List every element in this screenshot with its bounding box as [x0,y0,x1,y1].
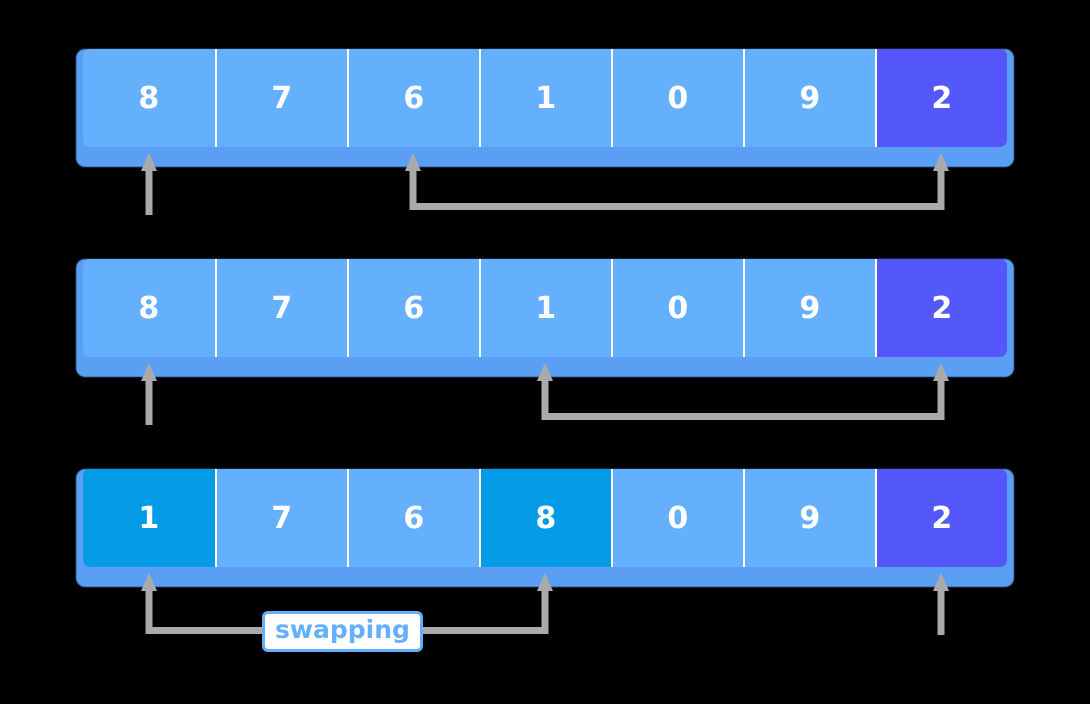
array-cell[interactable]: 0 [611,49,743,147]
array-cell-highlight[interactable]: 1 [83,469,215,567]
swapping-label: swapping [262,611,423,652]
array-cell[interactable]: 1 [479,49,611,147]
array-cell[interactable]: 6 [347,469,479,567]
array-cells: 1 7 6 8 0 9 2 [83,469,1007,567]
array-cell-pivot[interactable]: 2 [875,469,1007,567]
array-cell[interactable]: 6 [347,259,479,357]
array-cell[interactable]: 9 [743,469,875,567]
array-cell[interactable]: 7 [215,49,347,147]
array-cell[interactable]: 0 [611,469,743,567]
array-cells: 8 7 6 1 0 9 2 [83,49,1007,147]
array-cell[interactable]: 7 [215,259,347,357]
array-cell[interactable]: 0 [611,259,743,357]
array-cell[interactable]: 8 [83,259,215,357]
array-cells: 8 7 6 1 0 9 2 [83,259,1007,357]
array-cell-highlight[interactable]: 8 [479,469,611,567]
array-cell[interactable]: 1 [479,259,611,357]
array-cell[interactable]: 8 [83,49,215,147]
array-cell[interactable]: 9 [743,49,875,147]
array-cell[interactable]: 9 [743,259,875,357]
array-cell-pivot[interactable]: 2 [875,49,1007,147]
array-cell[interactable]: 6 [347,49,479,147]
array-cell[interactable]: 7 [215,469,347,567]
array-cell-pivot[interactable]: 2 [875,259,1007,357]
